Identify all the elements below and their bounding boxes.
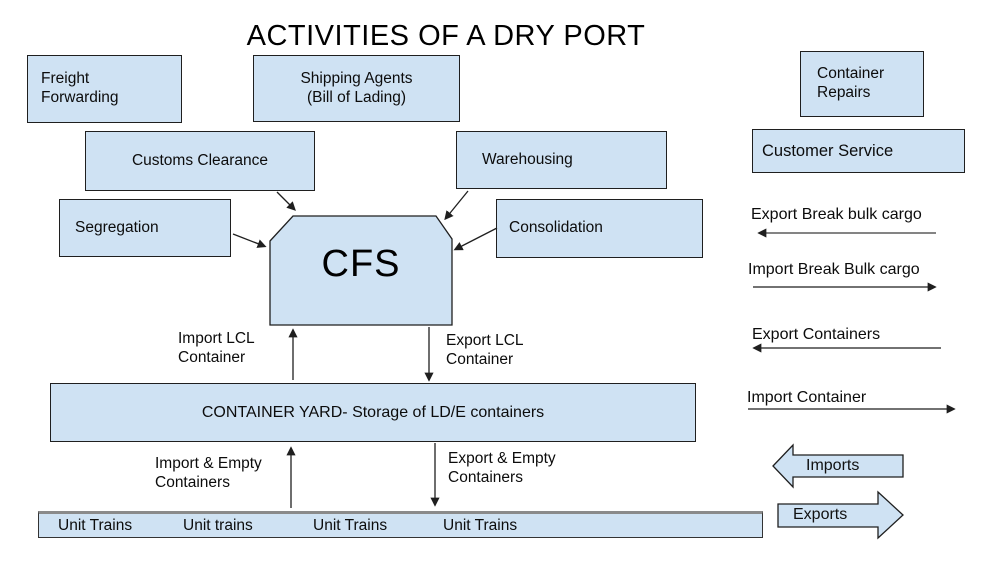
- cfs-box-label: CFS: [321, 243, 401, 285]
- segregation-label: Segregation: [75, 218, 159, 236]
- container-yard-box: CONTAINER YARD- Storage of LD/E containe…: [50, 383, 696, 442]
- customs-clearance-box: Customs Clearance: [85, 131, 315, 191]
- arrow-segregation-to-cfs: [232, 233, 267, 248]
- customs-clearance-label: Customs Clearance: [131, 151, 269, 169]
- container-repairs-label: Container Repairs: [817, 65, 885, 101]
- arrow-consolidation-to-cfs: [453, 227, 498, 251]
- warehousing-label: Warehousing: [482, 150, 573, 168]
- arrow-customs-to-cfs: [276, 191, 296, 211]
- import-break-bulk-label: Import Break Bulk cargo: [748, 261, 920, 278]
- freight-forwarding-box: Freight Forwarding: [27, 55, 182, 123]
- warehousing-box: Warehousing: [456, 131, 667, 189]
- imports-arrow-label: Imports: [806, 457, 860, 474]
- consolidation-label: Consolidation: [509, 219, 603, 237]
- customer-service-label: Customer Service: [762, 141, 894, 160]
- exports-arrow-label: Exports: [793, 506, 848, 523]
- unit-train-label: Unit trains: [183, 516, 253, 534]
- export-lcl-label: Export LCL Container: [446, 332, 524, 368]
- unit-train-label: Unit Trains: [443, 516, 518, 534]
- import-empty-containers-label: Import & Empty Containers: [155, 455, 262, 491]
- shipping-agents-box: Shipping Agents (Bill of Lading): [253, 55, 460, 122]
- container-repairs-box: Container Repairs: [800, 51, 924, 117]
- export-empty-containers-label: Export & Empty Containers: [448, 450, 556, 486]
- unit-trains-bar: Unit Trains Unit trains Unit Trains Unit…: [38, 511, 763, 538]
- unit-train-label: Unit Trains: [58, 516, 133, 534]
- customer-service-box: Customer Service: [752, 129, 965, 173]
- shipping-agents-label: Shipping Agents (Bill of Lading): [300, 69, 413, 106]
- arrow-warehousing-to-cfs: [444, 190, 469, 221]
- container-yard-label: CONTAINER YARD- Storage of LD/E containe…: [201, 403, 545, 421]
- export-containers-label: Export Containers: [752, 326, 881, 343]
- segregation-box: Segregation: [59, 199, 231, 257]
- page-title: ACTIVITIES OF A DRY PORT: [246, 20, 646, 52]
- import-container-label: Import Container: [747, 389, 867, 406]
- freight-forwarding-label: Freight Forwarding: [41, 70, 119, 106]
- consolidation-box: Consolidation: [496, 199, 703, 258]
- import-lcl-label: Import LCL Container: [178, 330, 255, 366]
- export-break-bulk-label: Export Break bulk cargo: [751, 206, 922, 223]
- unit-train-label: Unit Trains: [313, 516, 388, 534]
